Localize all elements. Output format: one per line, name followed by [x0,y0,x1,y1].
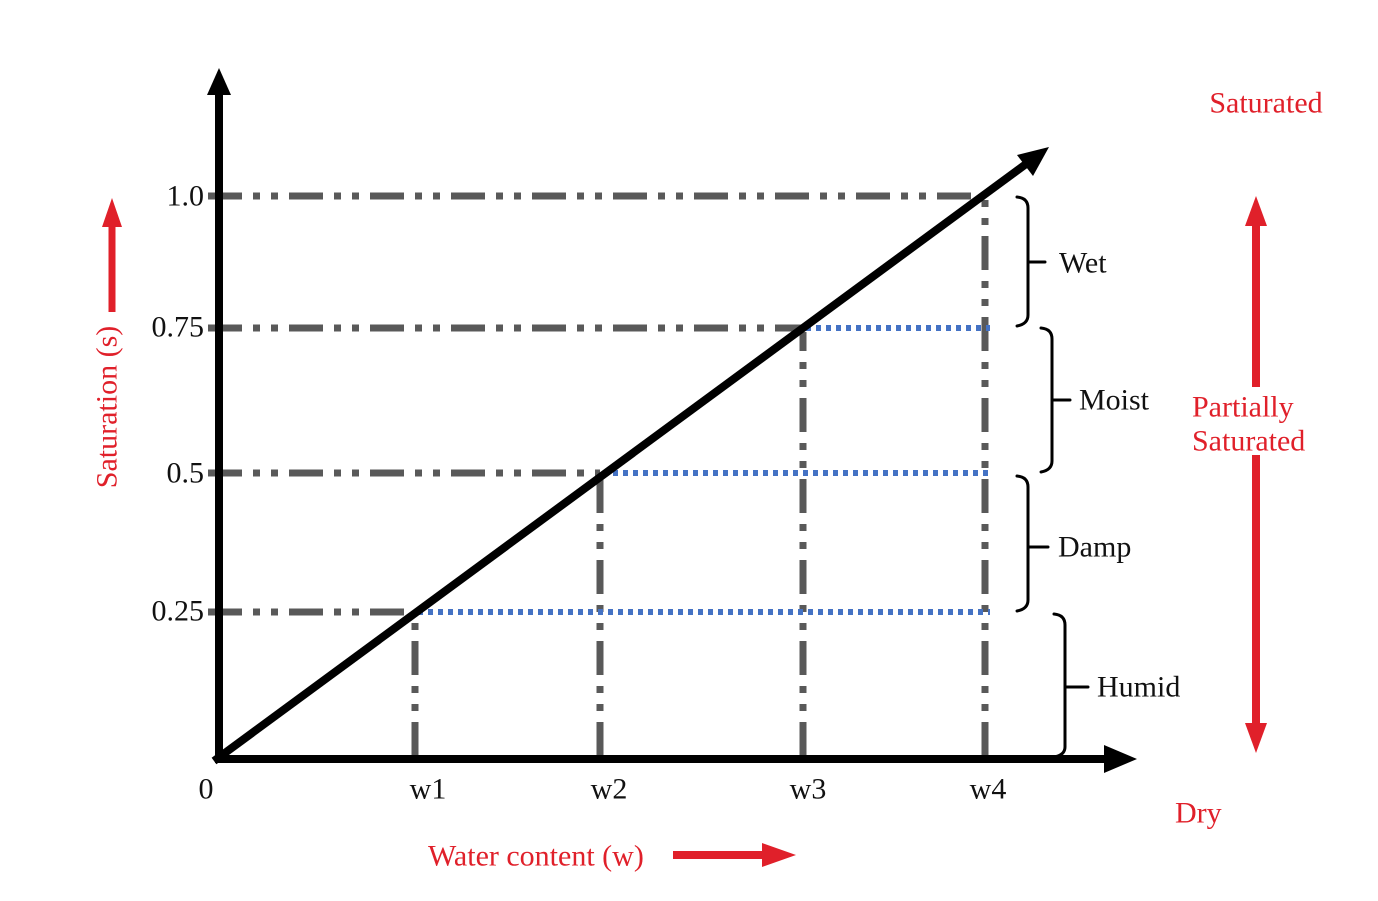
humid-bracket [1052,612,1090,759]
x-tick-w1: w1 [410,773,447,806]
zone-label-damp: Damp [1058,531,1131,564]
x-tick-w3: w3 [790,773,827,806]
y-axis-arrow-icon [207,68,231,95]
y-axis-direction-arrowhead-icon [102,198,122,227]
zone-label-humid: Humid [1097,671,1180,704]
dry-label: Dry [1175,797,1222,830]
y-axis-title: Saturation (s) [91,326,124,488]
saturation-line [211,160,1029,765]
moist-bracket [1039,326,1072,474]
partially-saturated-up-arrowhead-icon [1245,196,1267,226]
damp-bracket [1015,474,1050,613]
x-tick-w2: w2 [591,773,628,806]
y-tick-0-25: 0.25 [152,595,205,628]
y-tick-0-75: 0.75 [152,311,205,344]
x-axis-direction-arrowhead-icon [762,843,796,867]
zone-label-moist: Moist [1079,384,1150,417]
x-axis-title: Water content (w) [428,840,644,873]
zone-label-wet: Wet [1059,247,1107,280]
partially-saturated-label-line1: Partially [1192,391,1294,424]
wet-bracket [1015,195,1047,328]
y-tick-0-5: 0.5 [167,457,205,490]
x-axis-arrow-icon [1104,745,1137,773]
partially-saturated-label-line2: Saturated [1192,425,1305,458]
x-tick-0: 0 [199,773,214,806]
x-tick-w4: w4 [970,773,1007,806]
saturation-line-arrow-icon [1017,147,1049,176]
y-tick-1-0: 1.0 [167,180,205,213]
partially-saturated-down-arrowhead-icon [1245,723,1267,753]
saturated-label: Saturated [1209,87,1322,120]
